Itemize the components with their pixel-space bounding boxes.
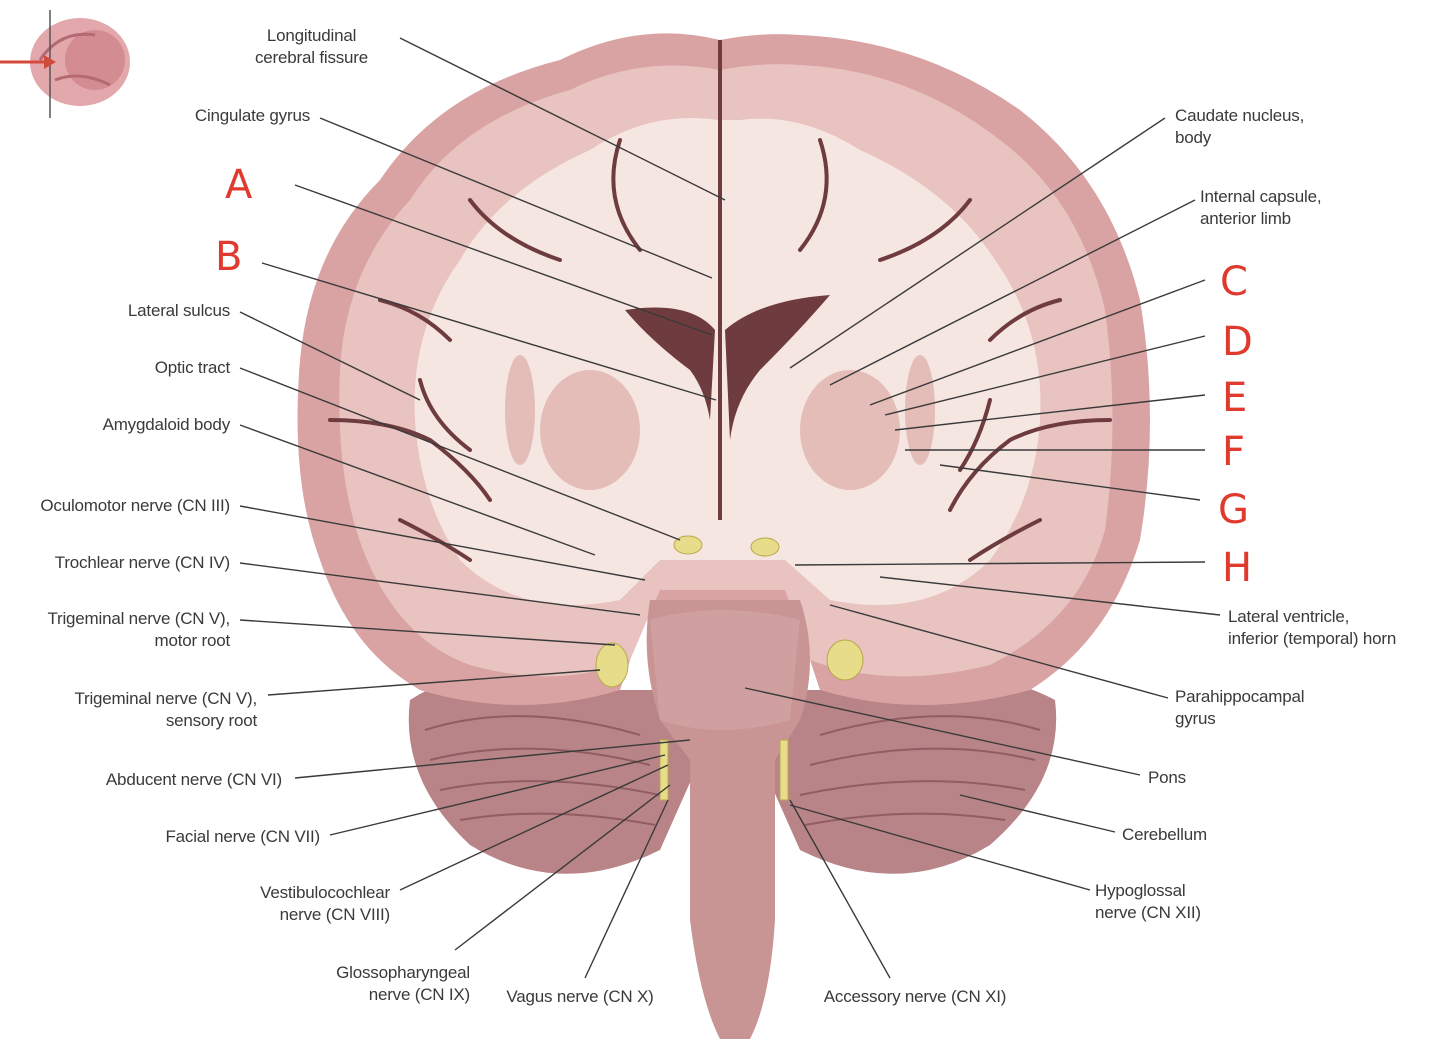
orientation-thumbnail	[0, 10, 130, 118]
label-parahippocampal-gyrus: Parahippocampal gyrus	[1175, 687, 1305, 728]
leader-longitudinal	[399, 37, 726, 201]
leader-g	[939, 464, 1201, 501]
label-longitudinal-fissure: Longitudinal cerebral fissure	[255, 26, 369, 67]
label-trigeminal-sensory: Trigeminal nerve (CN V), sensory root	[74, 689, 257, 730]
label-abducent-nerve: Abducent nerve (CN VI)	[105, 770, 282, 789]
leader-vestibulocochlear	[399, 764, 669, 891]
leader-trochlear	[239, 562, 641, 616]
label-vestibulocochlear-nerve: Vestibulocochlear nerve (CN VIII)	[260, 883, 390, 924]
label-glossopharyngeal-nerve: Glossopharyngeal nerve (CN IX)	[336, 963, 470, 1004]
label-pons: Pons	[1148, 768, 1186, 787]
leader-c	[869, 279, 1206, 406]
leader-lateral-ventricle	[879, 576, 1221, 616]
label-facial-nerve: Facial nerve (CN VII)	[165, 827, 320, 846]
leader-caudate	[789, 117, 1166, 369]
leader-hypoglossal	[789, 804, 1091, 891]
cranial-nerves	[595, 535, 864, 801]
leader-b	[261, 262, 717, 401]
leader-facial	[329, 754, 666, 836]
marker-g: G	[1218, 487, 1249, 533]
leader-lines	[239, 37, 1221, 979]
label-amygdaloid-body: Amygdaloid body	[102, 415, 231, 434]
leader-oculomotor	[239, 505, 646, 581]
leader-glossopharyngeal	[454, 784, 671, 951]
leader-cingulate	[319, 117, 713, 279]
marker-e: E	[1222, 375, 1248, 421]
leader-parahippocampal	[829, 604, 1169, 699]
marker-d: D	[1222, 319, 1253, 365]
leader-e	[894, 394, 1206, 431]
leader-d	[884, 335, 1206, 416]
label-accessory-nerve: Accessory nerve (CN XI)	[823, 987, 1007, 1006]
leader-lateral-sulcus	[239, 311, 421, 401]
cerebellum-shape	[408, 677, 1057, 874]
label-oculomotor-nerve: Oculomotor nerve (CN III)	[40, 496, 230, 515]
label-trigeminal-motor: Trigeminal nerve (CN V), motor root	[47, 609, 230, 650]
leader-abducent	[294, 739, 691, 779]
label-cerebellum: Cerebellum	[1122, 825, 1207, 844]
label-cingulate-gyrus: Cingulate gyrus	[194, 106, 310, 125]
leader-cerebellum	[959, 794, 1116, 833]
label-hypoglossal-nerve: Hypoglossal nerve (CN XII)	[1095, 881, 1201, 922]
brainstem-shape	[646, 600, 810, 1039]
label-optic-tract: Optic tract	[154, 358, 230, 377]
label-lateral-ventricle: Lateral ventricle, inferior (temporal) h…	[1228, 607, 1397, 648]
leader-trigeminal-motor	[239, 619, 616, 646]
leader-internal-capsule	[829, 199, 1196, 386]
marker-h: H	[1222, 545, 1253, 591]
leader-vagus	[584, 799, 669, 979]
cerebrum-shape	[297, 33, 1150, 706]
label-vagus-nerve: Vagus nerve (CN X)	[506, 987, 654, 1006]
marker-c: C	[1220, 259, 1248, 305]
marker-b: B	[215, 234, 243, 280]
label-trochlear-nerve: Trochlear nerve (CN IV)	[54, 553, 230, 572]
marker-a: A	[225, 162, 253, 208]
leader-accessory	[789, 799, 891, 979]
leader-pons	[744, 687, 1141, 776]
leader-amygdaloid	[239, 424, 596, 556]
label-lateral-sulcus: Lateral sulcus	[127, 301, 230, 320]
leader-h	[794, 561, 1206, 566]
leader-trigeminal-sensory	[267, 669, 601, 696]
label-internal-capsule: Internal capsule, anterior limb	[1200, 187, 1322, 228]
marker-f: F	[1222, 429, 1246, 475]
label-caudate-nucleus: Caudate nucleus, body	[1175, 106, 1305, 147]
leader-a	[294, 184, 713, 336]
leader-optic-tract	[239, 367, 681, 541]
